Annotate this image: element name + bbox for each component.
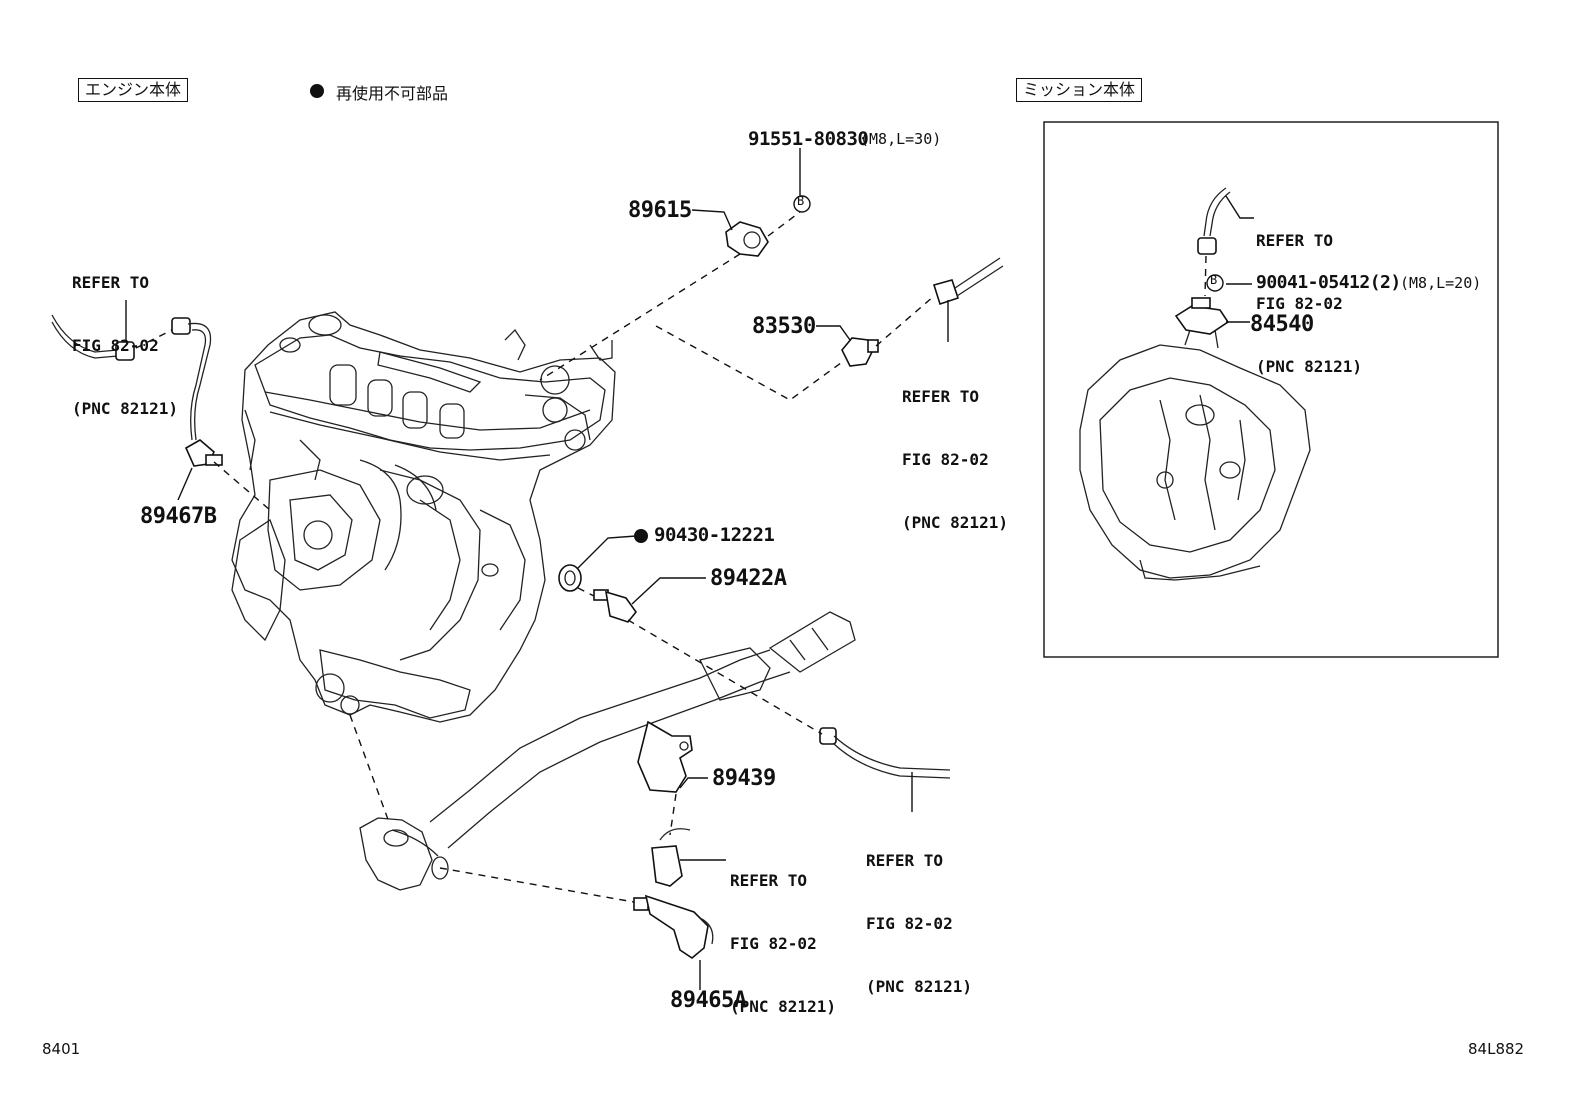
refer-line-1: REFER TO	[866, 851, 944, 870]
figure-code-right: 84L882	[1468, 1040, 1525, 1058]
bolt-marker-letter: B	[797, 194, 805, 208]
dashed-leaders	[135, 211, 1207, 903]
gasket-part	[558, 564, 582, 592]
bolt-marker-icon	[793, 195, 811, 213]
refer-line-2: FIG 82-02	[1256, 294, 1343, 313]
mission-section-label: ミッション本体	[1016, 78, 1143, 102]
part-number-83530[interactable]: 83530	[752, 314, 816, 339]
temp-sensor-part	[593, 589, 638, 623]
speed-sensor-part	[1174, 187, 1231, 335]
figure-code-left: 8401	[42, 1040, 81, 1058]
refer-line-2: FIG 82-02	[730, 934, 817, 953]
refer-line-3: (PNC 82121)	[1256, 357, 1362, 376]
part-number-90041[interactable]: 90041-05412(2)	[1256, 272, 1401, 293]
o2-sensor-part	[633, 894, 714, 959]
legend-text: 再使用不可部品	[336, 84, 449, 103]
refer-line-1: REFER TO	[902, 387, 980, 406]
part-number-89439[interactable]: 89439	[712, 766, 776, 791]
knock-sensor-part	[725, 221, 769, 257]
temp-sensor-harness-part	[819, 727, 951, 779]
part-number-89467b[interactable]: 89467B	[140, 504, 217, 529]
sensor-connector-part	[651, 828, 691, 887]
part-number-89615[interactable]: 89615	[628, 198, 692, 223]
oil-switch-connector-part	[932, 257, 1004, 306]
refer-note-temp-harness[interactable]: REFER TO FIG 82-02 (PNC 82121)	[866, 808, 972, 1039]
part-number-84540[interactable]: 84540	[1250, 312, 1314, 337]
refer-line-2: FIG 82-02	[72, 336, 159, 355]
af-sensor-part	[51, 314, 223, 467]
refer-line-1: REFER TO	[730, 871, 808, 890]
non-reusable-dot-icon	[310, 84, 324, 98]
bracket-part	[637, 720, 693, 793]
mission-inset-frame	[1043, 121, 1499, 658]
refer-note-mission[interactable]: REFER TO FIG 82-02 (PNC 82121)	[1256, 188, 1362, 419]
refer-line-1: REFER TO	[1256, 231, 1334, 250]
refer-line-3: (PNC 82121)	[866, 977, 972, 996]
part-number-89465a[interactable]: 89465A	[670, 988, 747, 1013]
refer-line-2: FIG 82-02	[902, 450, 989, 469]
refer-line-3: (PNC 82121)	[730, 997, 836, 1016]
part-spec-90041: (M8,L=20)	[1400, 274, 1482, 292]
part-spec-91551: (M8,L=30)	[860, 130, 942, 148]
bolt-marker-icon	[1206, 274, 1224, 292]
refer-note-o2-connector[interactable]: REFER TO FIG 82-02 (PNC 82121)	[730, 828, 836, 1059]
refer-line-3: (PNC 82121)	[902, 513, 1008, 532]
transmission-illustration	[1079, 329, 1311, 581]
part-number-90430[interactable]: 90430-12221	[654, 524, 775, 546]
refer-note-left[interactable]: REFER TO FIG 82-02 (PNC 82121)	[72, 230, 178, 461]
part-number-89422a[interactable]: 89422A	[710, 566, 787, 591]
refer-line-1: REFER TO	[72, 273, 150, 292]
part-number-91551[interactable]: 91551-80830	[748, 128, 869, 150]
bolt-marker-letter: B	[1210, 273, 1218, 287]
oil-pressure-switch-part	[841, 337, 879, 367]
exhaust-pipe-illustration	[359, 611, 856, 891]
refer-note-oil-switch[interactable]: REFER TO FIG 82-02 (PNC 82121)	[902, 344, 1008, 575]
engine-block-illustration	[231, 311, 616, 723]
non-reusable-dot-icon	[634, 529, 648, 543]
refer-line-3: (PNC 82121)	[72, 399, 178, 418]
engine-section-label: エンジン本体	[78, 78, 189, 102]
refer-line-2: FIG 82-02	[866, 914, 953, 933]
solid-leaders	[125, 148, 1254, 990]
